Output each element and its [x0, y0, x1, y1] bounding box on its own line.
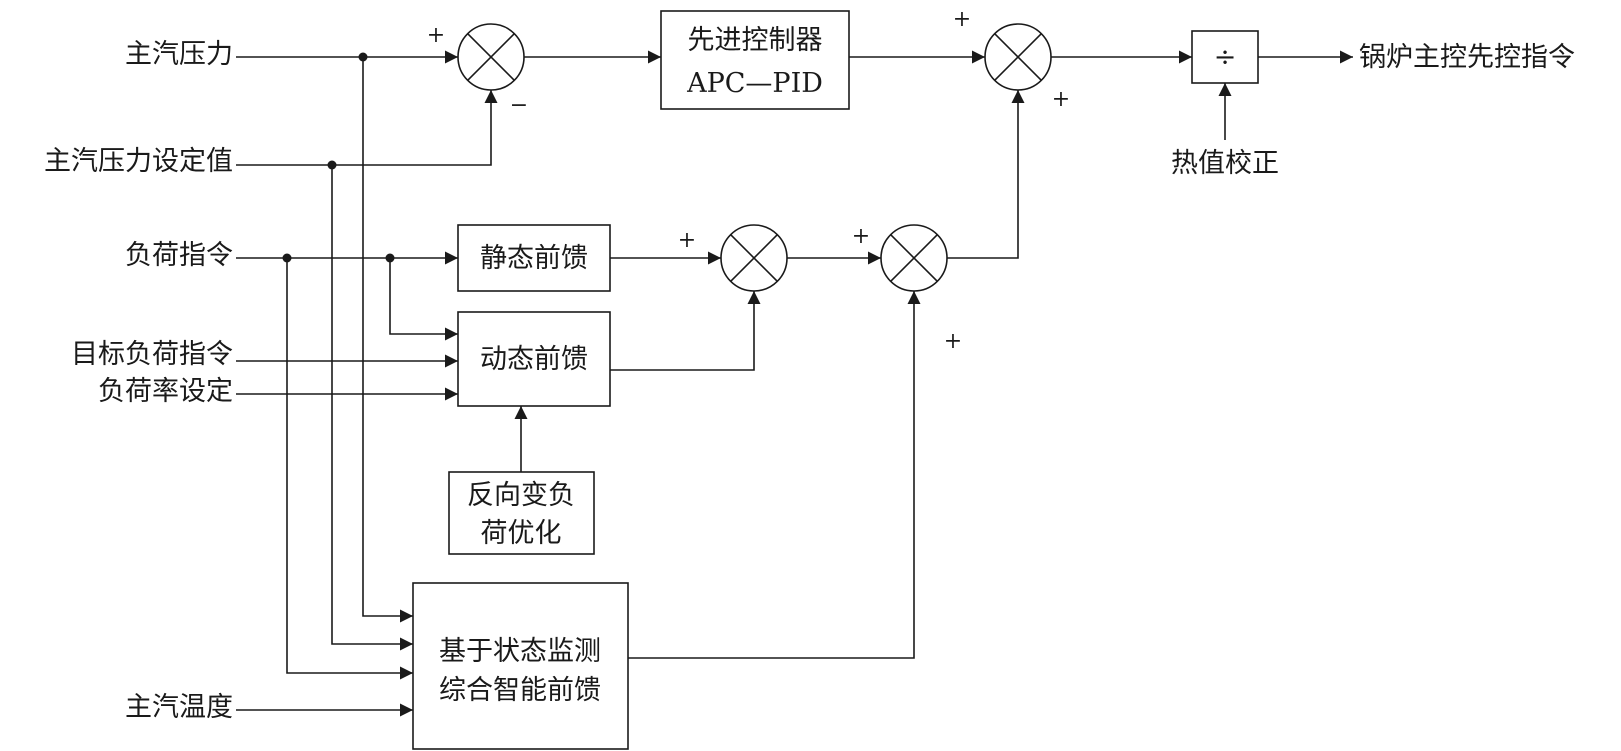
apc-pid-block: 先进控制器 APC—PID: [660, 10, 850, 110]
sign-plus-ff2: +: [852, 224, 870, 249]
label-pressure-setpoint: 主汽压力设定值: [44, 146, 233, 177]
sign-plus-output-top: +: [953, 7, 971, 32]
sign-plus-output-bottom: +: [1052, 87, 1070, 112]
reverse-load-optimization-block: 反向变负 荷优化: [448, 471, 595, 555]
intelligent-ff-label-line2: 综合智能前馈: [439, 675, 601, 706]
dynamic-feedforward-label: 动态前馈: [480, 344, 588, 375]
branch-dots: [282, 52, 395, 263]
apc-block-subtitle: APC—PID: [686, 68, 823, 99]
apc-block-title: 先进控制器: [688, 25, 823, 56]
summing-junction-feedforward-2: [880, 224, 948, 292]
label-load-command: 负荷指令: [125, 240, 233, 271]
sign-plus-error: +: [427, 23, 445, 48]
reverse-load-label-line1: 反向变负: [467, 480, 575, 511]
intelligent-feedforward-block: 基于状态监测 综合智能前馈: [412, 582, 629, 750]
label-main-steam-temp: 主汽温度: [125, 692, 233, 723]
dynamic-feedforward-block: 动态前馈: [457, 311, 611, 407]
divide-block: ÷: [1191, 30, 1259, 84]
label-main-steam-pressure: 主汽压力: [125, 39, 233, 70]
sign-minus-error: −: [510, 93, 528, 118]
label-target-load-command: 目标负荷指令: [71, 339, 233, 370]
divide-symbol: ÷: [1214, 42, 1237, 73]
sign-plus-ff1: +: [678, 228, 696, 253]
static-feedforward-label: 静态前馈: [480, 243, 588, 274]
summing-junction-output: [984, 23, 1052, 91]
intelligent-ff-label-line1: 基于状态监测: [439, 636, 601, 667]
sign-plus-ff2-bottom: +: [944, 329, 962, 354]
summing-junction-feedforward-1: [720, 224, 788, 292]
reverse-load-label-line2: 荷优化: [481, 518, 562, 549]
static-feedforward-block: 静态前馈: [457, 224, 611, 292]
signal-lines: [236, 50, 1353, 717]
label-load-rate-setting: 负荷率设定: [98, 376, 233, 407]
label-output-command: 锅炉主控先控指令: [1359, 42, 1575, 73]
summing-junction-error: [457, 23, 525, 91]
label-heat-value-correction: 热值校正: [1171, 148, 1279, 179]
